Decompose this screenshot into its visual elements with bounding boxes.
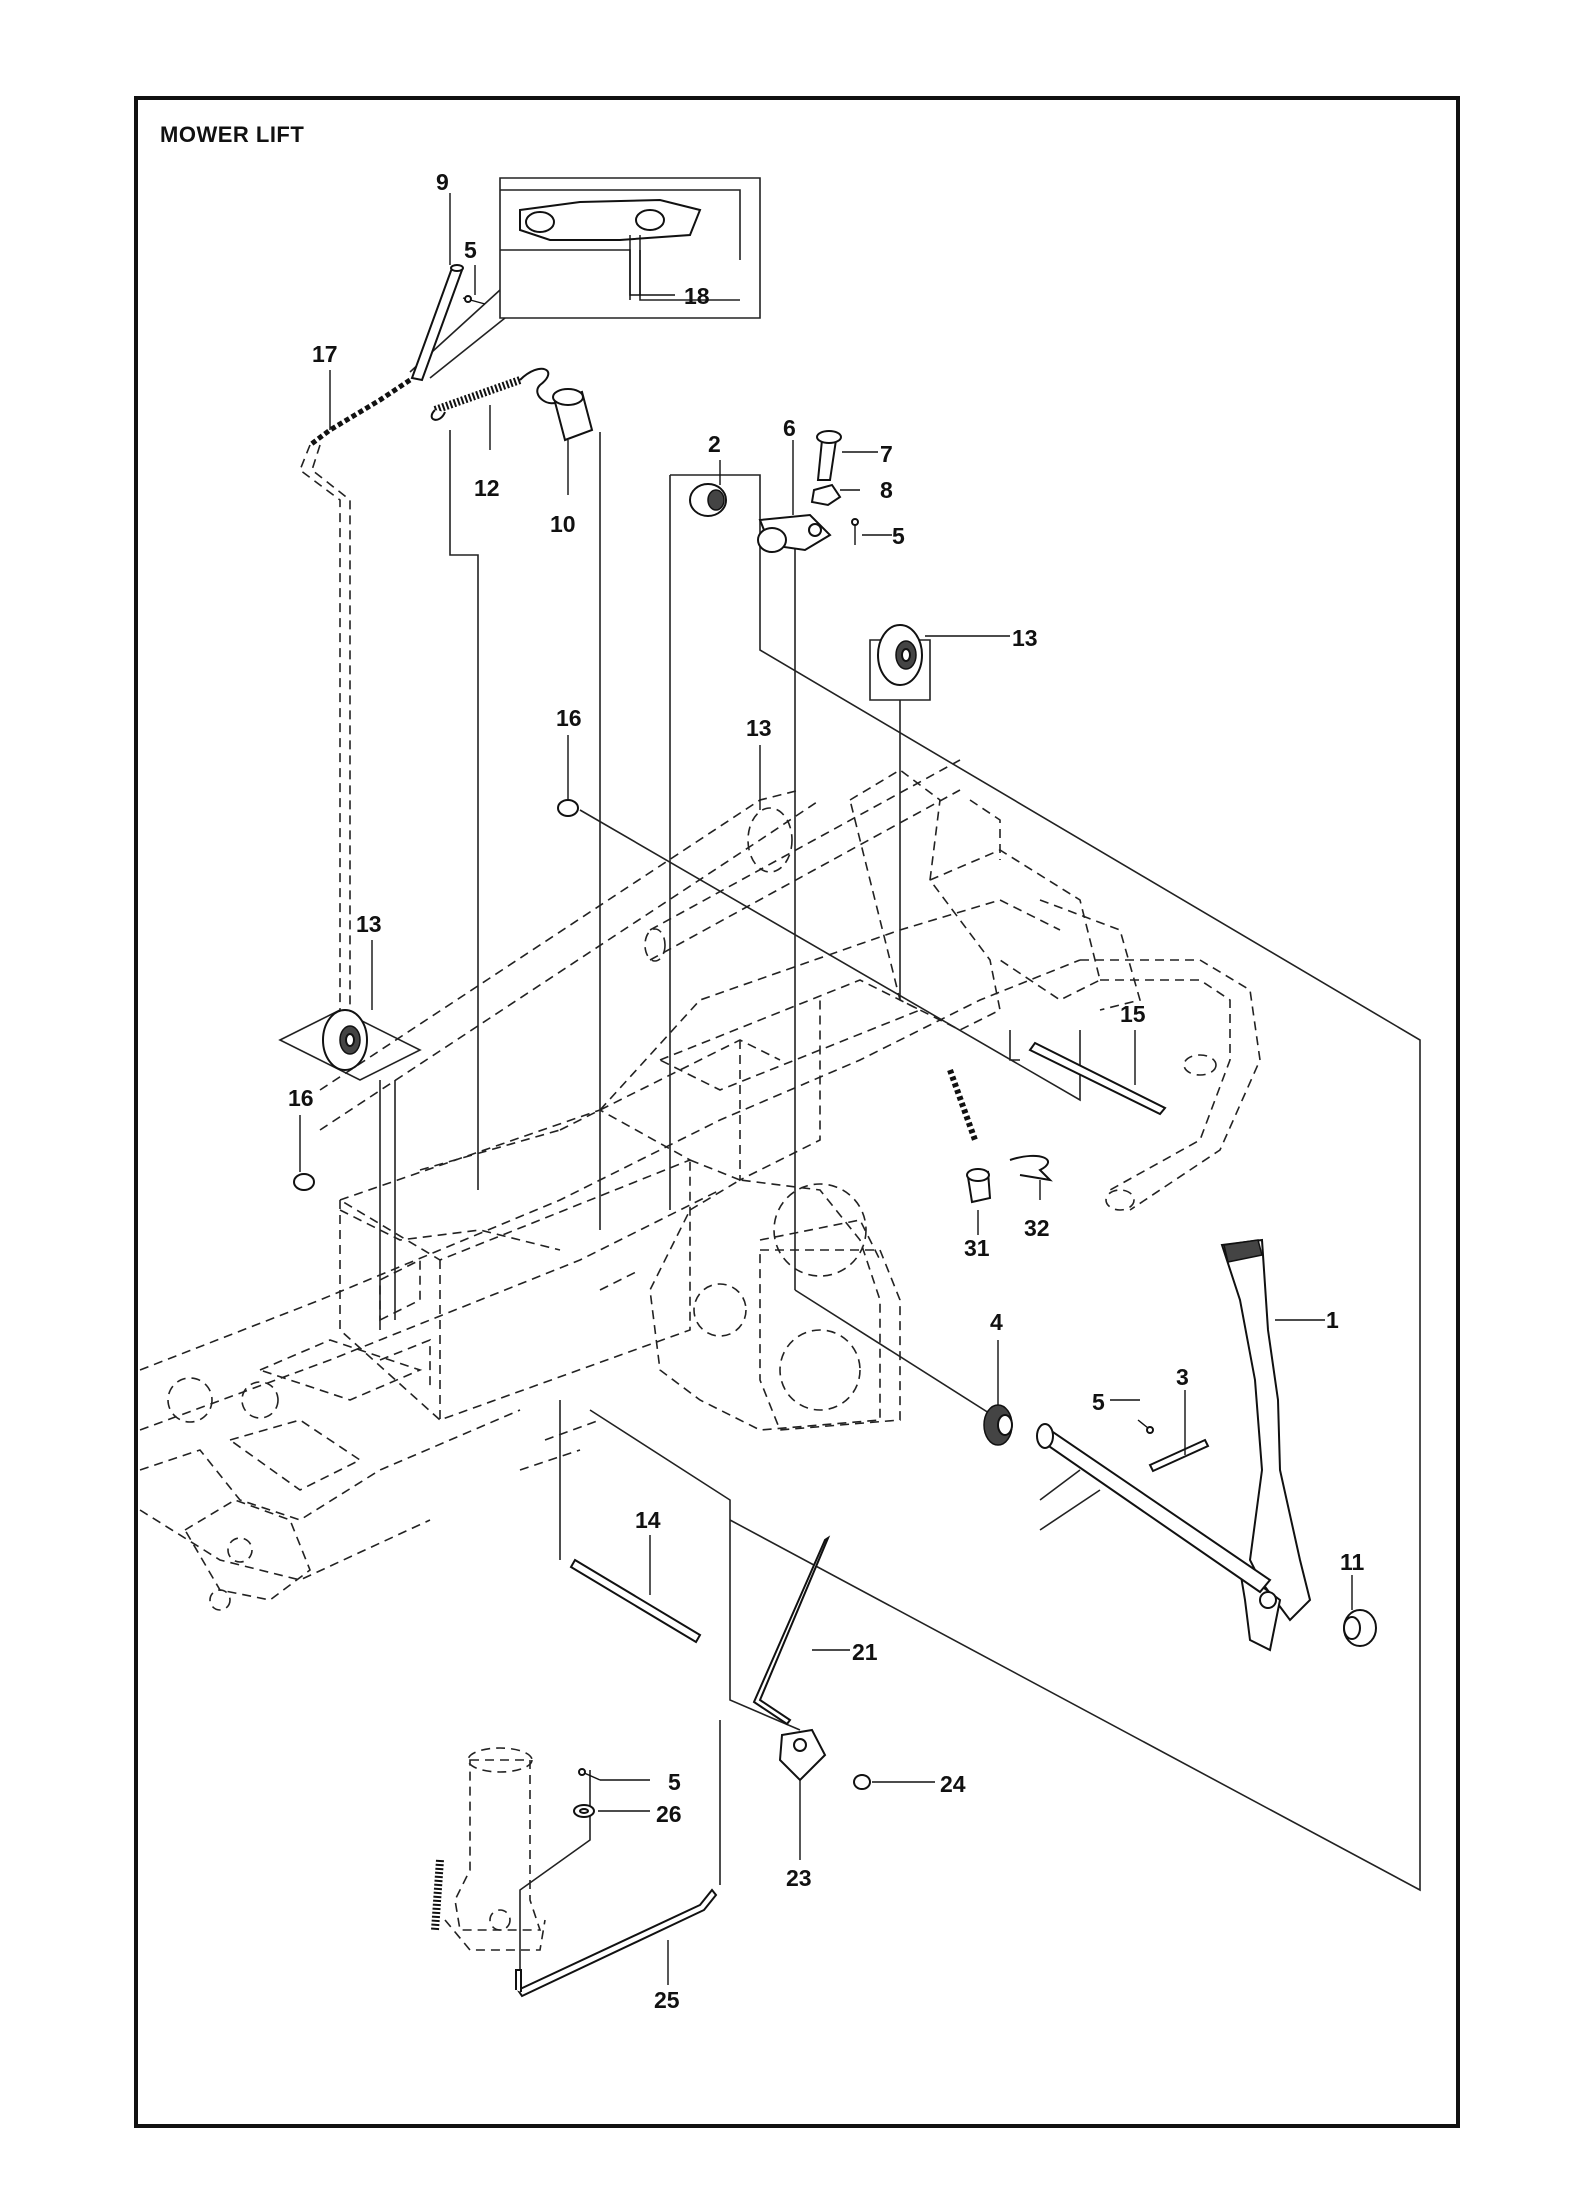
part-9-rod (410, 264, 464, 382)
part-24-clip (853, 1774, 871, 1790)
part-23-bracket (778, 1728, 827, 1782)
part-5-pin-bottom (578, 1768, 601, 1781)
callout-13-top: 13 (1012, 625, 1038, 651)
part-10-bushing (552, 388, 594, 442)
part-lift-shaft (1036, 1423, 1272, 1594)
part-5-pin-shaft (1137, 1419, 1154, 1434)
callout-5-bottom: 5 (668, 1769, 681, 1795)
part-chain-segment (947, 1068, 978, 1142)
callout-4: 4 (990, 1309, 1003, 1335)
part-31-spacer (966, 1168, 992, 1204)
callout-31: 31 (964, 1235, 990, 1261)
part-6-bracket (757, 513, 832, 553)
diagram-frame (134, 96, 1460, 2128)
callout-5-bracket: 5 (892, 523, 905, 549)
callout-3: 3 (1176, 1364, 1189, 1390)
part-13-pulley-top (877, 624, 923, 686)
part-8-nut (810, 483, 842, 507)
part-3-pin (1148, 1438, 1210, 1473)
callout-7: 7 (880, 441, 893, 467)
part-16-clip-lower (293, 1173, 315, 1191)
callout-26: 26 (656, 1801, 682, 1827)
callout-14: 14 (635, 1507, 661, 1533)
part-15-rod (1028, 1041, 1167, 1116)
part-5-pin-top (462, 295, 486, 305)
callout-10: 10 (550, 511, 576, 537)
part-14-rod (569, 1558, 702, 1644)
part-18-chain-link (519, 198, 702, 296)
callout-13-center: 13 (746, 715, 772, 741)
callout-32: 32 (1024, 1215, 1050, 1241)
part-17-chain (299, 377, 412, 1040)
part-4-bearing (983, 1404, 1013, 1446)
callout-13-left: 13 (356, 911, 382, 937)
part-25-rod (515, 1888, 718, 1998)
part-13-pulley-left (322, 1009, 368, 1071)
callout-15: 15 (1120, 1001, 1146, 1027)
callout-24: 24 (940, 1771, 966, 1797)
part-16-clip-upper (557, 799, 579, 817)
callout-9: 9 (436, 169, 449, 195)
part-1-lift-lever (1220, 1238, 1312, 1652)
callout-17: 17 (312, 341, 338, 367)
callout-23: 23 (786, 1865, 812, 1891)
part-2-bushing (689, 483, 727, 517)
part-32-hairpin (1009, 1154, 1053, 1182)
part-12-spring (430, 367, 561, 421)
callout-16-upper: 16 (556, 705, 582, 731)
callout-leaders (299, 193, 1353, 1985)
callout-21: 21 (852, 1639, 878, 1665)
part-pedal-assembly (431, 1747, 546, 1951)
callout-8: 8 (880, 477, 893, 503)
part-7-bolt (816, 430, 842, 481)
part-5-pin-bracket (851, 518, 859, 545)
page-title: MOWER LIFT (160, 122, 305, 147)
assembly-leader-lines (278, 177, 1421, 1990)
callout-labels: 1 2 3 4 5 5 5 5 6 7 8 9 10 11 12 13 13 1… (288, 169, 1365, 2013)
callout-12: 12 (474, 475, 500, 501)
callout-18: 18 (684, 283, 710, 309)
callout-5-top: 5 (464, 237, 477, 263)
callout-25: 25 (654, 1987, 680, 2013)
part-21-link-rod (752, 1535, 831, 1726)
callout-2: 2 (708, 431, 721, 457)
callout-16-lower: 16 (288, 1085, 314, 1111)
callout-6: 6 (783, 415, 796, 441)
part-11-bushing (1343, 1609, 1377, 1647)
callout-1: 1 (1326, 1307, 1339, 1333)
callout-5-shaft: 5 (1092, 1389, 1105, 1415)
part-26-washer (573, 1804, 595, 1818)
callout-11: 11 (1340, 1549, 1365, 1575)
